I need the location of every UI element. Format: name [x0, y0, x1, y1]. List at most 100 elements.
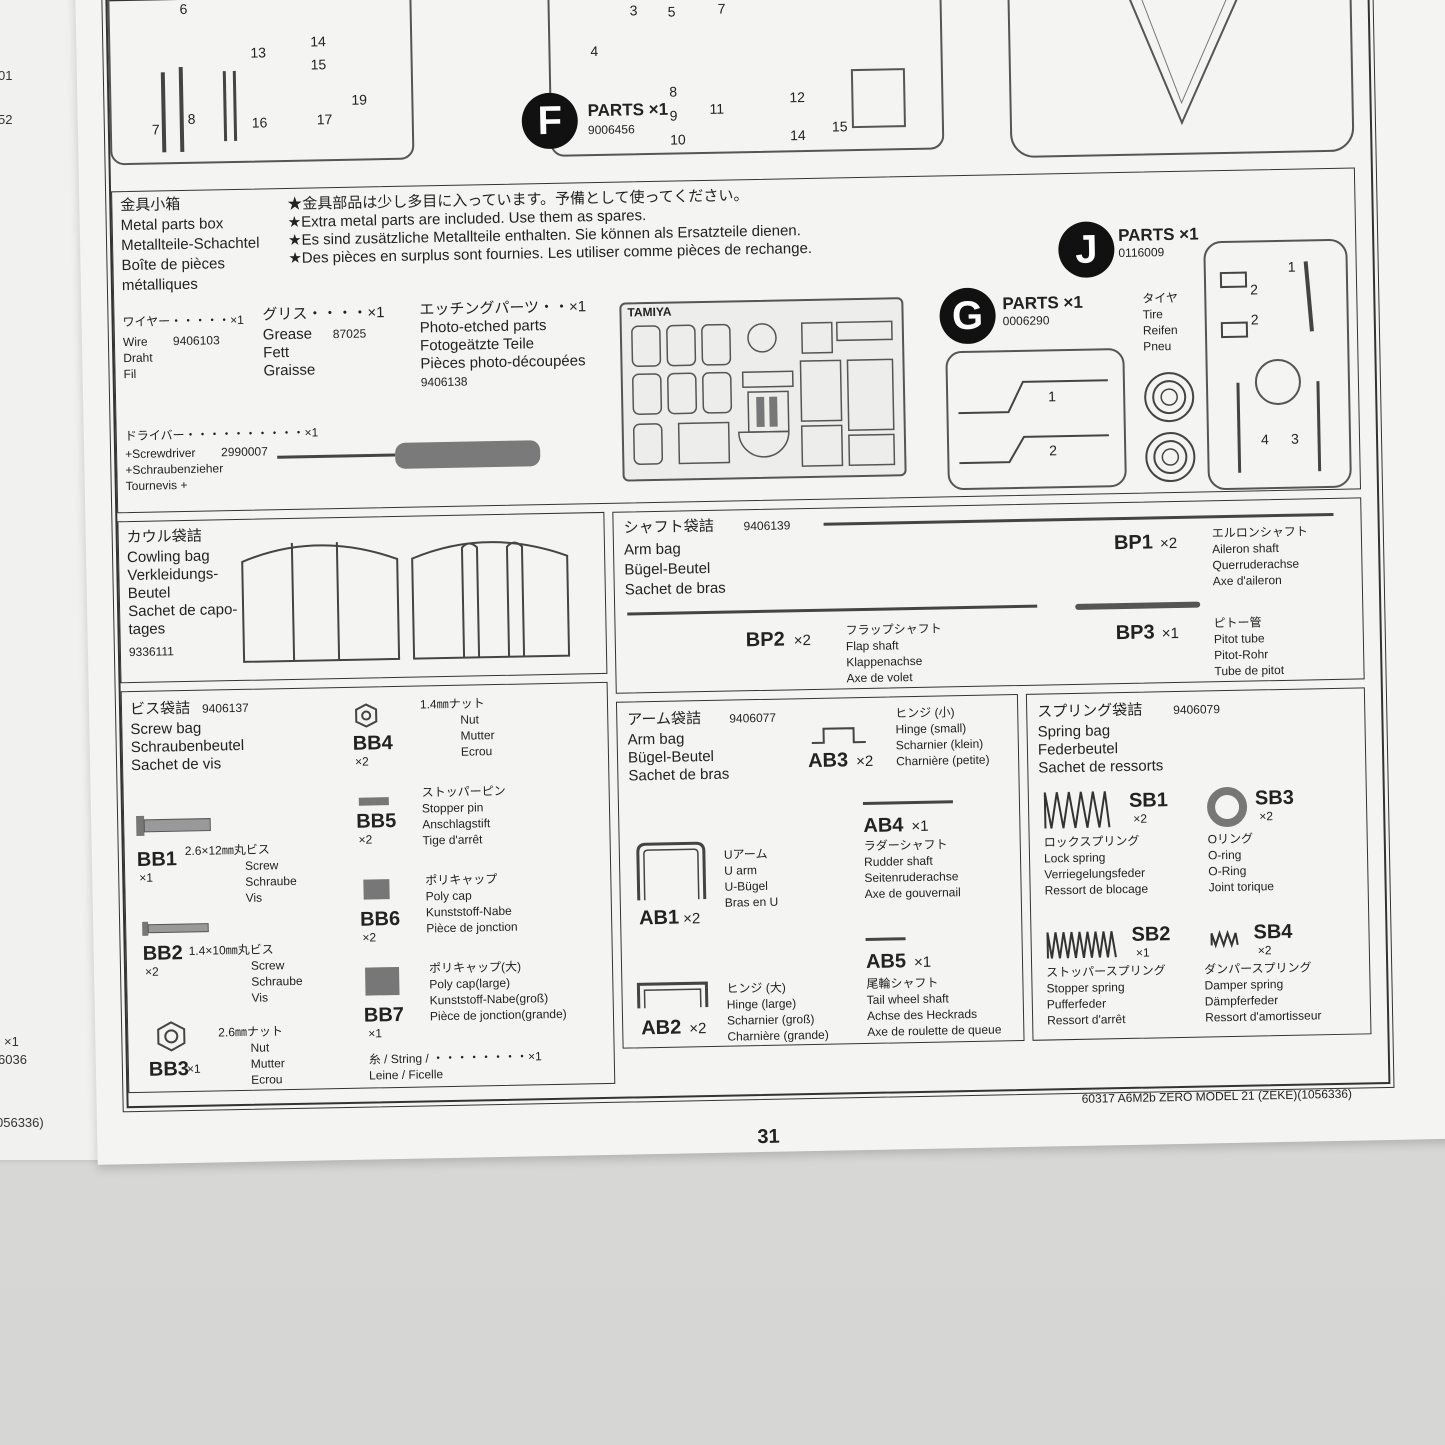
screw-bag-line: Screw bag [130, 719, 202, 739]
sb3-id: SB3 [1254, 786, 1295, 810]
bp3-label: Pitot tube [1213, 631, 1265, 647]
bb4-id: BB4 [352, 732, 393, 755]
sprue-G-label: PARTS ×1 [1002, 292, 1084, 314]
bp1-id: BP1 [1113, 531, 1154, 555]
cowling-bag-label: tages [128, 620, 166, 639]
sb1-lock-spring-illustration [1043, 791, 1111, 829]
etched-line: Fotogeätzte Teile [419, 335, 535, 355]
ab5-qty: ×1 [913, 953, 932, 972]
bb5-qty: ×2 [358, 832, 373, 847]
ab1-qty: ×2 [682, 910, 701, 928]
bb1-label: Vis [245, 890, 263, 905]
ab4-label: ラダーシャフト [863, 837, 948, 854]
ab3-label: Scharnier (klein) [895, 736, 984, 753]
etched-code: 9406138 [420, 374, 468, 390]
ab5-label: 尾輪シャフト [866, 975, 939, 991]
grease-code: 87025 [332, 326, 367, 342]
screwdriver-illustration [277, 440, 541, 469]
landing-gear-parts [1219, 261, 1322, 473]
ab4-qty: ×1 [911, 817, 929, 836]
sb4-id: SB4 [1253, 920, 1293, 944]
bb2-id: BB2 [142, 942, 183, 965]
shaft-bag-code: 9406139 [743, 518, 791, 534]
metal-box-title: 金具小箱 [120, 196, 181, 215]
part-number: 9 [669, 107, 678, 124]
bb6-label: Pièce de jonction [426, 919, 518, 936]
bp1-label: Querruderachse [1212, 556, 1300, 573]
photo-etched-fret: TAMIYA [619, 297, 907, 482]
cowling-bag-label: カウル袋詰 [126, 527, 202, 547]
screw-bag-code: 9406137 [201, 700, 249, 716]
screw-bag-box: ビス袋詰 9406137 Screw bag Schraubenbeutel S… [120, 681, 616, 1094]
bp2-label: Klappenachse [846, 653, 923, 670]
screw-bag-title: ビス袋詰 [129, 699, 191, 719]
tire-label: Reifen [1142, 322, 1178, 338]
shaft-bag-title: シャフト袋詰 [623, 517, 714, 537]
bb1-screw-illustration [136, 815, 211, 836]
bb2-screw-illustration [142, 921, 209, 936]
bb3-nut-icon [157, 1021, 186, 1052]
ab5-id: AB5 [865, 950, 907, 973]
sprue-rod [222, 71, 228, 142]
bb7-polycap-illustration [365, 966, 400, 996]
cowling-illustration [241, 541, 571, 663]
part-number: 8 [187, 110, 196, 127]
left-fragment: 6036 [0, 1052, 27, 1067]
spring-bag-line: Spring bag [1037, 722, 1111, 741]
ab1-label: Uアーム [723, 846, 768, 862]
bb4-spec: 1.4㎜ナット [419, 696, 485, 712]
grease-line: Grease [262, 325, 313, 344]
sprue-J: 1 2 2 4 3 [1203, 238, 1352, 491]
bb2-qty: ×2 [144, 964, 159, 979]
ab2-label: Charnière (grande) [727, 1027, 829, 1044]
part-number: 4 [590, 42, 599, 60]
tire-label: Tire [1142, 307, 1163, 322]
bp2-id: BP2 [745, 628, 785, 652]
sb1-label: Lock spring [1043, 850, 1106, 866]
sprue-F-label: PARTS ×1 [587, 99, 669, 121]
instruction-page: 6 13 14 15 19 7 8 16 17 3 4 5 7 8 9 [75, 0, 1445, 1165]
part-number: 12 [789, 89, 806, 106]
ab5-label: Tail wheel shaft [866, 991, 949, 1007]
metal-box-title: Boîte de pièces [121, 255, 226, 275]
wire-jp: ワイヤー・・・・・×1 [122, 312, 245, 330]
ab2-id: AB2 [641, 1016, 682, 1040]
bb6-qty: ×2 [362, 930, 377, 945]
bb4-label: Nut [460, 712, 480, 727]
bb1-id: BB1 [136, 848, 178, 871]
sb4-damper-spring-illustration [1210, 929, 1239, 949]
sprue-J-code: 0116009 [1118, 245, 1165, 261]
ab5-label: Achse des Heckrads [866, 1006, 978, 1023]
bb4-label: Mutter [460, 728, 495, 743]
grease-jp: グリス・・・・×1 [262, 304, 385, 324]
screw-bag-line: Schraubenbeutel [130, 736, 245, 757]
ab2-hinge-illustration [636, 981, 709, 1009]
arm-bag-line: Arm bag [627, 730, 685, 749]
ab1-label: U-Bügel [724, 878, 769, 894]
driver-code: 2990007 [220, 444, 268, 460]
wire-code: 9406103 [172, 333, 220, 349]
cowling-bag-code: 9336111 [128, 644, 174, 660]
shaft-parts [958, 379, 1109, 465]
part-number: 7 [151, 121, 160, 138]
sprue-G-badge: G [939, 287, 997, 345]
bb7-label: Pièce de jonction(grande) [429, 1006, 567, 1024]
bb3-label: Ecrou [251, 1072, 283, 1087]
left-fragment: ×1 [4, 1034, 19, 1049]
bb6-id: BB6 [359, 907, 401, 931]
bb5-label: Stopper pin [421, 800, 484, 816]
bb7-label: Poly cap(large) [429, 975, 511, 992]
tire-label: タイヤ [1142, 290, 1179, 306]
arm-bag-box: アーム袋詰 9406077 Arm bag Bügel-Beutel Sache… [615, 694, 1025, 1049]
sb3-label: Joint torique [1208, 879, 1275, 895]
shaft-bag-line: Sachet de bras [624, 579, 726, 599]
string-jp: 糸 / String / ・・・・・・・・×1 [368, 1049, 542, 1067]
ab5-tail-wheel-shaft-rod [865, 937, 906, 941]
bb6-label: Poly cap [425, 888, 472, 904]
spring-bag-title: スプリング袋詰 [1037, 701, 1143, 721]
shaft-bag-line: Bügel-Beutel [624, 559, 711, 579]
part-number: 8 [669, 83, 678, 100]
bb7-label: Kunststoff-Nabe(groß) [429, 991, 549, 1008]
sprue-rod [160, 72, 167, 153]
